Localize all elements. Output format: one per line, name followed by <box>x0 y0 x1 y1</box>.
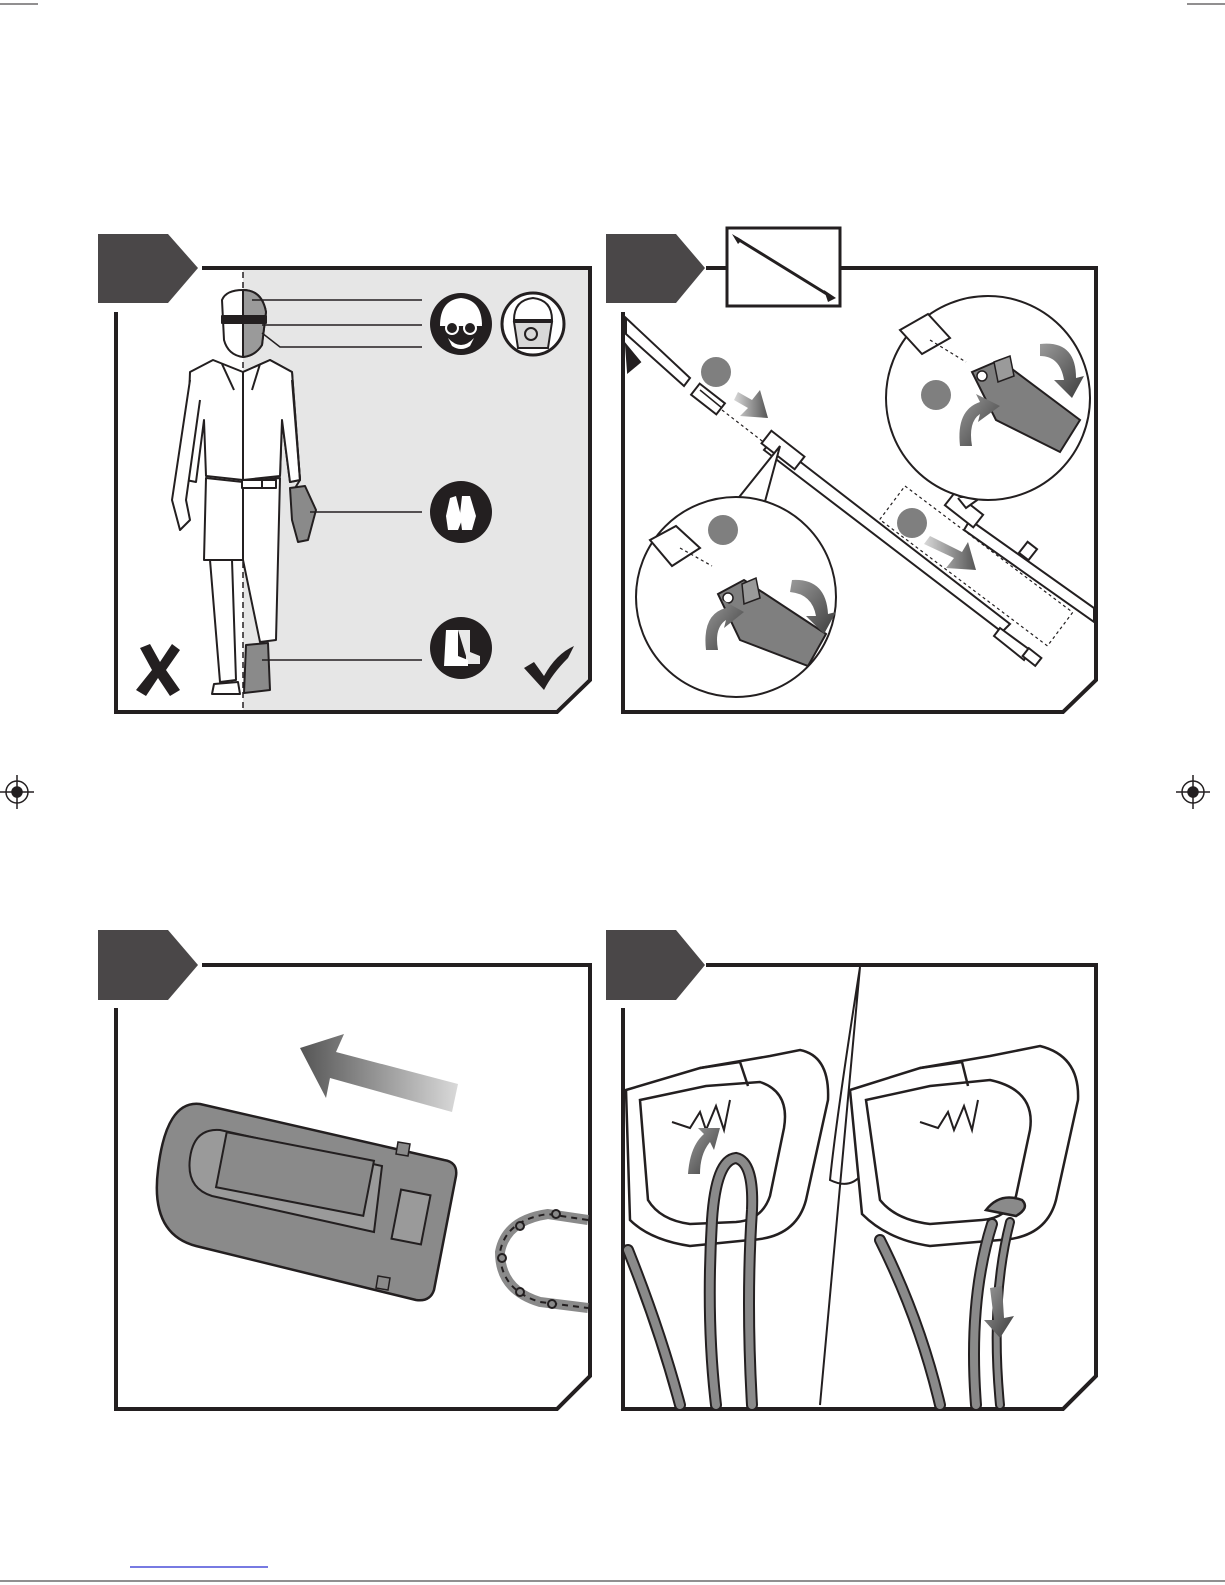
registration-mark-left <box>0 775 34 809</box>
face-shield-helmet-icon <box>502 293 564 355</box>
panel-3 <box>98 930 590 1409</box>
boot <box>244 643 270 693</box>
panel-2 <box>606 228 1096 712</box>
safety-helmet-goggles-mask-icon <box>430 293 492 355</box>
panel-4 <box>606 930 1096 1409</box>
step-marker <box>708 515 738 545</box>
pole-overview-icon <box>727 228 840 306</box>
step-marker <box>897 508 927 538</box>
gloves-icon <box>430 481 492 543</box>
panel-1 <box>98 234 590 712</box>
panel-2-tab <box>606 234 705 303</box>
safety-boots-icon <box>430 617 492 679</box>
step-marker <box>921 380 951 410</box>
step-marker <box>701 357 731 387</box>
registration-mark-right <box>1176 775 1210 809</box>
